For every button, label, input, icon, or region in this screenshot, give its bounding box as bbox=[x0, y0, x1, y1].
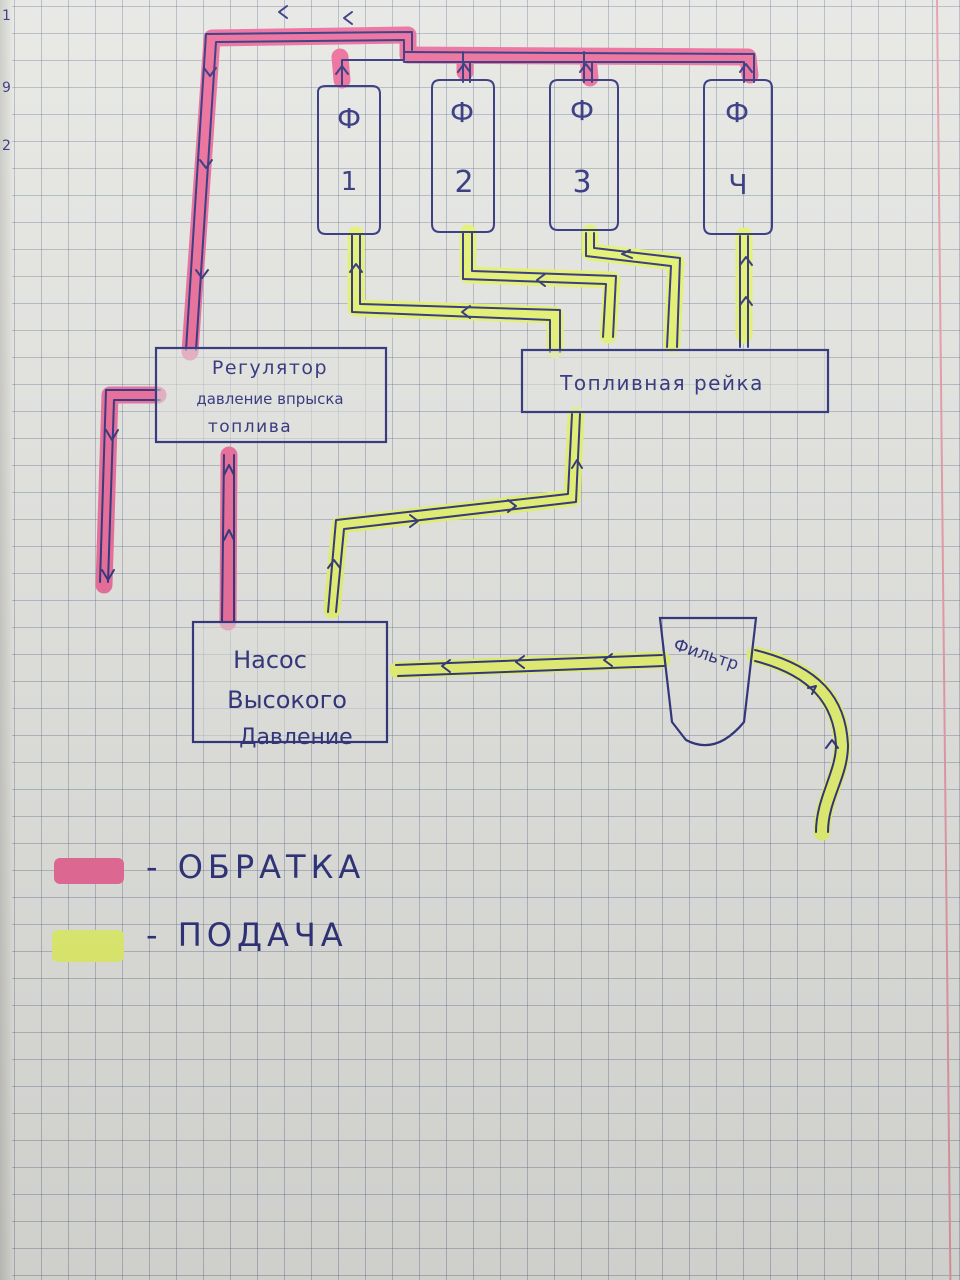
pressure-regulator: Регулятор давление впрыска топлива bbox=[154, 346, 388, 444]
fuel-filter: Фильтр bbox=[658, 616, 758, 747]
margin-mark-1: 1 bbox=[2, 8, 11, 24]
injector-4-number: Ч bbox=[728, 168, 747, 201]
injector-3-letter: Ф bbox=[570, 94, 594, 127]
injector-3: Ф 3 bbox=[549, 79, 619, 231]
supply-line-tank-to-filter bbox=[746, 646, 851, 841]
injector-2: Ф 2 bbox=[431, 79, 495, 233]
pump-line-3: Давление bbox=[239, 725, 352, 750]
legend-item-return: - ОБРАТКА bbox=[54, 848, 365, 886]
margin-marks: 1 9 2 bbox=[2, 8, 11, 154]
injector-1: Ф 1 bbox=[317, 85, 381, 235]
pump-line-1: Насос bbox=[233, 646, 307, 674]
flow-arrows bbox=[101, 5, 839, 749]
return-line-regulator-out bbox=[95, 386, 167, 594]
supply-line-filter-to-pump bbox=[389, 651, 671, 679]
injector-2-body bbox=[431, 79, 495, 233]
filter-body bbox=[658, 616, 758, 747]
legend: - ОБРАТКА - ПОДАЧА bbox=[52, 848, 365, 962]
supply-line-inj3 bbox=[581, 224, 685, 354]
legend-swatch-supply bbox=[52, 930, 124, 962]
return-line-top bbox=[181, 26, 759, 361]
legend-label-return: - ОБРАТКА bbox=[146, 848, 365, 886]
pump-box bbox=[191, 620, 389, 744]
injector-2-letter: Ф bbox=[450, 96, 474, 129]
fuel-rail-label: Топливная рейка bbox=[559, 371, 764, 395]
regulator-line-1: Регулятор bbox=[212, 357, 328, 379]
injector-4-body bbox=[703, 79, 773, 235]
legend-label-supply: - ПОДАЧА bbox=[146, 916, 348, 954]
legend-swatch-return bbox=[54, 858, 124, 884]
injector-1-number: 1 bbox=[341, 167, 358, 197]
supply-line-pump-to-rail bbox=[323, 405, 585, 619]
pressure-regulator-box bbox=[154, 346, 388, 444]
high-pressure-pump: Насос Высокого Давление bbox=[191, 620, 389, 750]
injector-3-number: 3 bbox=[572, 165, 591, 200]
regulator-line-3: топлива bbox=[208, 417, 292, 437]
legend-item-supply: - ПОДАЧА bbox=[52, 916, 348, 962]
margin-mark-3: 2 bbox=[2, 138, 11, 154]
margin-mark-2: 9 bbox=[2, 80, 11, 96]
supply-line-inj1 bbox=[347, 226, 564, 359]
notebook-binding bbox=[0, 0, 12, 1280]
injector-3-body bbox=[549, 79, 619, 231]
fuel-rail-box bbox=[520, 348, 830, 414]
pump-line-2: Высокого bbox=[227, 686, 347, 714]
injector-2-number: 2 bbox=[454, 165, 473, 200]
filter-label: Фильтр bbox=[671, 635, 741, 675]
supply-lines bbox=[323, 224, 851, 841]
injector-1-body bbox=[317, 85, 381, 235]
fuel-rail: Топливная рейка bbox=[520, 348, 830, 414]
injector-1-letter: Ф bbox=[337, 102, 361, 135]
injector-4: Ф Ч bbox=[703, 79, 773, 235]
injector-4-letter: Ф bbox=[725, 96, 749, 129]
return-line-pump-to-regulator bbox=[219, 446, 238, 631]
ink-lines bbox=[99, 31, 849, 833]
regulator-line-2: давление впрыска bbox=[196, 390, 343, 408]
